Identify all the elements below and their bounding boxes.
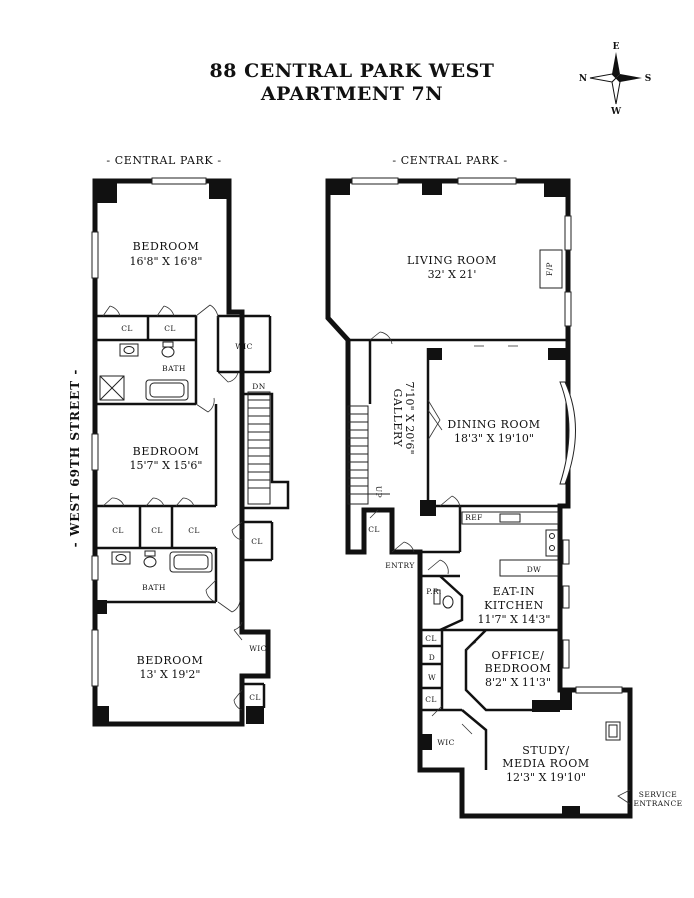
office-name-line2: BEDROOM (485, 662, 552, 675)
closet-label: CL (164, 324, 176, 333)
wic-label: WIC (437, 738, 455, 747)
wic-label: WIC (235, 342, 253, 351)
bedroom2-name: BEDROOM (133, 445, 200, 458)
bedroom2-dims: 15'7" X 15'6" (130, 459, 203, 472)
left-wing-walls (92, 178, 290, 727)
closet-label: CL (425, 695, 437, 704)
study-name-line1: STUDY/ (522, 744, 570, 757)
entry-label: ENTRY (385, 561, 415, 570)
compass-label-w: W (610, 107, 622, 117)
left-wing-windows (91, 177, 207, 687)
right-wing-windows (351, 177, 623, 694)
dining-room-dims: 18'3" X 19'10" (454, 432, 534, 445)
powder-room-label: P.R. (426, 587, 442, 596)
service-entrance-label-line1: SERVICE (639, 790, 677, 799)
kitchen-name-line1: EAT-IN (493, 585, 536, 598)
closet-label: CL (425, 634, 437, 643)
compass-label-e: E (613, 42, 620, 52)
closet-label: CL (251, 537, 263, 546)
title-apartment: APARTMENT 7N (260, 83, 443, 105)
refrigerator-label: REF (465, 513, 483, 522)
label-central-park-right: - CENTRAL PARK - (392, 154, 507, 167)
study-name-line2: MEDIA ROOM (502, 757, 589, 770)
compass-label-n: N (579, 74, 587, 84)
closet-label: CL (112, 526, 124, 535)
bedroom1-name: BEDROOM (133, 240, 200, 253)
stairs-down-label: DN (252, 382, 265, 391)
gallery-name: GALLERY (391, 389, 404, 448)
closet-label: CL (249, 693, 261, 702)
kitchen-name-line2: KITCHEN (484, 599, 544, 612)
stairs-up-label: UP (374, 486, 383, 498)
left-wing-doors (102, 304, 243, 711)
bedroom3-dims: 13' X 19'2" (140, 668, 201, 681)
fireplace-label: F/P (545, 262, 554, 276)
gallery-stairs (347, 405, 390, 505)
right-wing-pillars (328, 181, 580, 816)
left-wing-stairs (247, 391, 271, 505)
service-entrance-label-line2: ENTRANCE (633, 799, 682, 808)
closet-label: CL (121, 324, 133, 333)
bath-label: BATH (162, 364, 186, 373)
right-wing-doors (369, 331, 631, 805)
dining-room-name: DINING ROOM (447, 418, 540, 431)
label-west-69th-street: - WEST 69TH STREET - (68, 369, 82, 548)
living-room-dims: 32' X 21' (428, 268, 477, 281)
right-wing-fixtures (433, 249, 621, 741)
office-dims: 8'2" X 11'3" (485, 676, 551, 689)
office-name-line1: OFFICE/ (492, 649, 545, 662)
right-wing-walls (325, 178, 633, 819)
dishwasher-label: DW (527, 565, 542, 574)
left-wing-pillars (95, 181, 264, 724)
closet-label: CL (368, 525, 380, 534)
compass-rose-icon (589, 52, 642, 105)
living-room-name: LIVING ROOM (407, 254, 497, 267)
wic-label: WIC (249, 644, 267, 653)
gallery-dims: 7'10" X 20'6" (403, 382, 416, 455)
kitchen-dims: 11'7" X 14'3" (478, 613, 551, 626)
bath-label: BATH (142, 583, 166, 592)
title-address: 88 CENTRAL PARK WEST (210, 60, 495, 82)
label-central-park-left: - CENTRAL PARK - (106, 154, 221, 167)
study-dims: 12'3" X 19'10" (506, 771, 586, 784)
bedroom3-name: BEDROOM (137, 654, 204, 667)
closet-label: CL (188, 526, 200, 535)
closet-label: CL (151, 526, 163, 535)
dryer-label: D (429, 653, 435, 662)
bedroom1-dims: 16'8" X 16'8" (130, 255, 203, 268)
washer-label: W (428, 673, 436, 682)
left-wing-fixtures (99, 341, 213, 573)
compass-label-s: S (645, 74, 652, 84)
